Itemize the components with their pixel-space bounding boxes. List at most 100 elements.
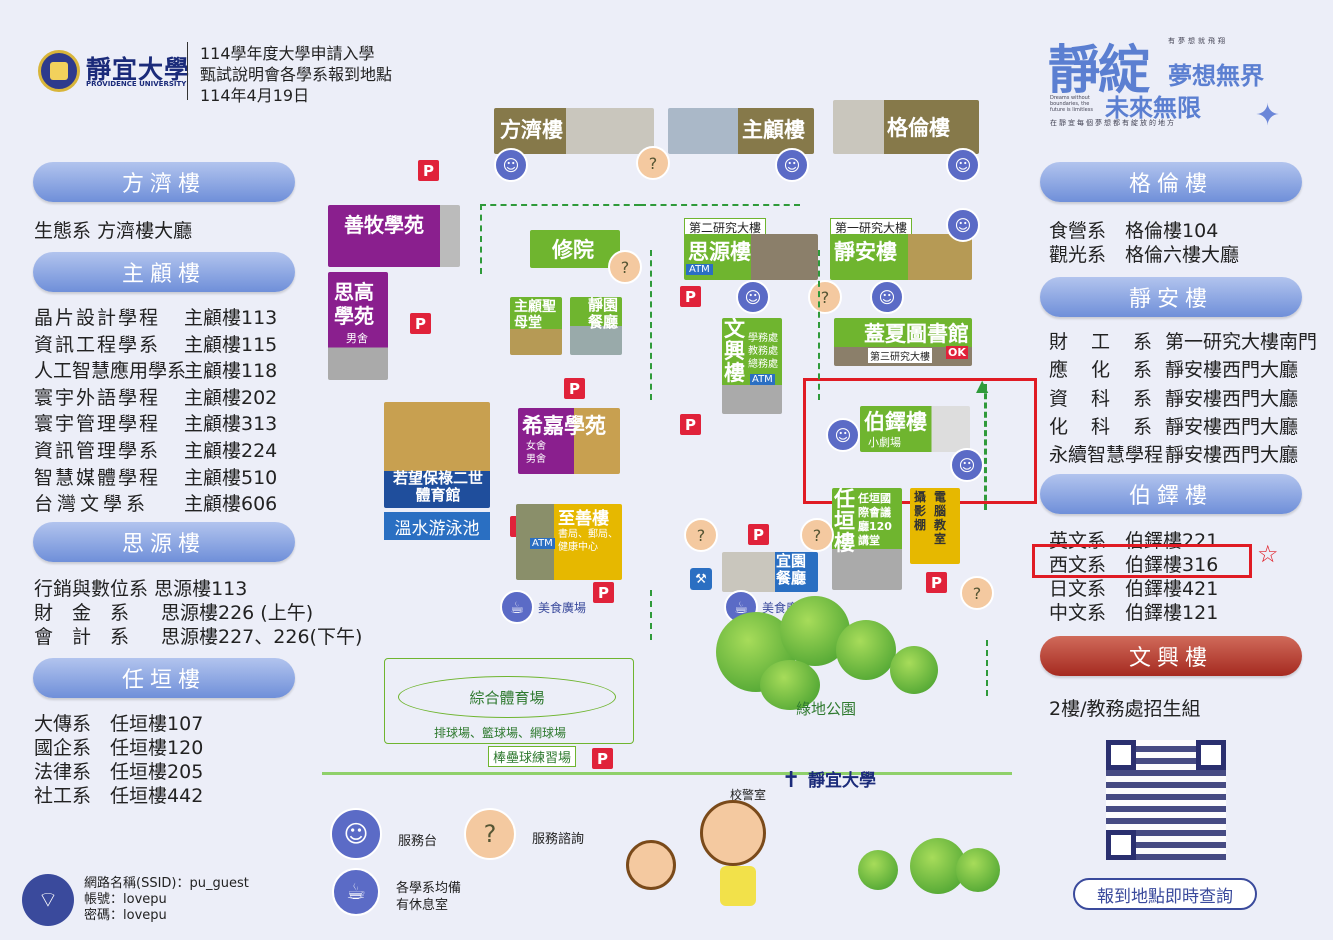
consultation-icon: ?	[808, 280, 842, 314]
building-library[interactable]: 蓋夏圖書館 第三研究大樓 OK	[834, 318, 972, 366]
building-siyuan[interactable]: 思源樓 ATM	[684, 234, 818, 280]
building-jingan[interactable]: 靜安樓	[830, 234, 972, 280]
wifi-password: 密碼：lovepu	[84, 908, 167, 923]
gelun-list: 食營系 格倫樓104 觀光系 格倫六樓大廳	[1049, 220, 1240, 266]
building-jingyuan-dining[interactable]: 靜園餐廳	[570, 297, 622, 355]
section-title-jingan: 靜安樓	[1040, 277, 1302, 317]
consultation-icon: ?	[608, 250, 642, 284]
wifi-icon: ⌔	[22, 874, 74, 926]
food-court-label: 美食廣場	[538, 601, 587, 615]
qr-corner	[1106, 740, 1136, 770]
gate-cross-icon: ✝	[782, 768, 801, 793]
parking-icon: P	[680, 286, 701, 307]
wifi-account: 帳號：lovepu	[84, 892, 167, 907]
jingan-list: 財 工 系第一研究大樓南門 應 化 系靜安樓西門大廳 資 科 系靜安樓西門大廳 …	[1049, 331, 1318, 467]
siyuan-tag: 第二研究大樓	[684, 218, 767, 237]
building-gelun[interactable]: 格倫樓	[833, 100, 979, 154]
section-title-zhugu: 主顧樓	[33, 252, 295, 292]
building-renyuan[interactable]: 任垣樓 任垣國際會議廳120講堂	[832, 488, 902, 590]
service-desk-icon: ☺	[946, 148, 980, 182]
qr-corner	[1106, 830, 1136, 860]
parking-icon: P	[748, 524, 769, 545]
sports-area	[384, 658, 634, 744]
university-logo	[38, 50, 80, 92]
cafe-icon: ☕	[500, 590, 534, 624]
slogan-english: Dreams without boundaries, the future is…	[1050, 95, 1093, 113]
service-desk-icon: ☺	[826, 418, 860, 452]
header-divider	[187, 42, 188, 100]
mascot-girl	[700, 800, 766, 866]
service-desk-icon: ☺	[870, 280, 904, 314]
sparkle-icon: ✦	[1255, 98, 1281, 133]
header-line-3: 114年4月19日	[200, 86, 310, 105]
path-line	[984, 384, 990, 510]
legend-service-desk: 服務台	[398, 834, 438, 849]
stadium[interactable]: 綜合體育場	[398, 676, 616, 718]
service-desk-icon: ☺	[950, 448, 984, 482]
parking-icon: P	[592, 748, 613, 769]
highlight-box-western-languages	[1032, 544, 1252, 578]
building-fangji[interactable]: 方濟樓	[494, 108, 654, 154]
slogan-main: 靜綻	[1048, 41, 1150, 101]
building-boduo[interactable]: 伯鐸樓 小劇場	[860, 406, 970, 452]
service-desk-icon: ☺	[494, 148, 528, 182]
service-desk-icon: ☺	[736, 280, 770, 314]
slogan-tiny-1: 有夢想就飛翔	[1168, 37, 1228, 45]
header-line-2: 甄試說明會各學系報到地點	[200, 65, 393, 84]
highlight-box-boduo	[803, 378, 1037, 504]
header-line-1: 114學年度大學申請入學	[200, 44, 375, 63]
section-title-gelun: 格倫樓	[1040, 162, 1302, 202]
building-gym[interactable]: 若望保祿二世體育館	[384, 402, 490, 508]
cafe-icon: ☕	[332, 868, 380, 916]
building-shanmu[interactable]: 善牧學苑	[328, 205, 460, 267]
courts-label: 排球場、籃球場、網球場	[434, 726, 567, 740]
section-title-siyuan: 思源樓	[33, 522, 295, 562]
baseball-field[interactable]: 棒壘球練習場	[488, 746, 577, 767]
building-church[interactable]: 主顧聖母堂	[510, 297, 562, 355]
consultation-icon: ?	[960, 576, 994, 610]
consultation-icon: ?	[800, 518, 834, 552]
path-line	[480, 204, 483, 274]
renyuan-list: 大傳系 任垣樓107 國企系 任垣樓120 法律系 任垣樓205 社工系 任垣樓…	[34, 713, 204, 807]
restaurant-icon: ⚒	[690, 568, 712, 590]
legend-rest: 各學系均備有休息室	[396, 881, 462, 913]
mascot-girl-dress	[720, 866, 756, 906]
building-yiyuan-dining[interactable]: 宜園餐廳	[722, 552, 818, 592]
arrow-up-icon: ▲	[976, 376, 989, 395]
wifi-ssid: 網路名稱(SSID)：pu_guest	[84, 876, 249, 891]
star-icon: ☆	[1257, 540, 1279, 568]
building-xijia[interactable]: 希嘉學苑 女舍 男舍	[518, 408, 620, 474]
guard-room: 校警室	[730, 788, 767, 802]
building-sigao[interactable]: 思高學苑 男舍	[328, 272, 388, 380]
slogan-line-2: 夢想無界	[1168, 62, 1264, 90]
path-line	[818, 250, 821, 400]
wifi-info: 網路名稱(SSID)：pu_guest 帳號：lovepu 密碼：lovepu	[84, 876, 249, 924]
road	[322, 772, 1012, 775]
mascot-boy	[626, 840, 676, 890]
building-wenxing[interactable]: 文興樓 學務處 教務處 總務處 ATM	[722, 318, 782, 414]
building-zhugu[interactable]: 主顧樓	[668, 108, 814, 154]
university-english-name: PROVIDENCE UNIVERSITY	[86, 80, 187, 88]
tree	[956, 848, 1000, 892]
qr-corner	[1196, 740, 1226, 770]
path-line	[480, 204, 640, 207]
tree	[836, 620, 896, 680]
path-line	[650, 590, 653, 640]
checkin-lookup-button[interactable]: 報到地點即時查詢	[1073, 878, 1257, 910]
dept-row: 生態系 方濟樓大廳	[34, 220, 193, 242]
section-title-renyuan: 任垣樓	[33, 658, 295, 698]
parking-icon: P	[926, 572, 947, 593]
service-desk-icon: ☺	[775, 148, 809, 182]
university-name: 靜宜大學	[86, 55, 191, 84]
building-xiuyuan[interactable]: 修院	[530, 230, 620, 268]
slogan-line-3: 未來無限	[1105, 94, 1201, 122]
parking-icon: P	[564, 378, 585, 399]
slogan-tiny-2: 在靜宜每個夢想都有綻放的地方	[1050, 119, 1176, 127]
gate-logo-text: 靜宜大學	[808, 771, 876, 791]
building-pool[interactable]: 溫水游泳池	[384, 512, 490, 540]
tree	[760, 660, 820, 710]
building-zhishan[interactable]: 至善樓 書局、郵局、健康中心 ATM	[516, 504, 622, 580]
parking-icon: P	[418, 160, 439, 181]
service-desk-icon: ☺	[330, 808, 382, 860]
building-studio[interactable]: 攝影棚 電腦教室	[910, 488, 960, 564]
